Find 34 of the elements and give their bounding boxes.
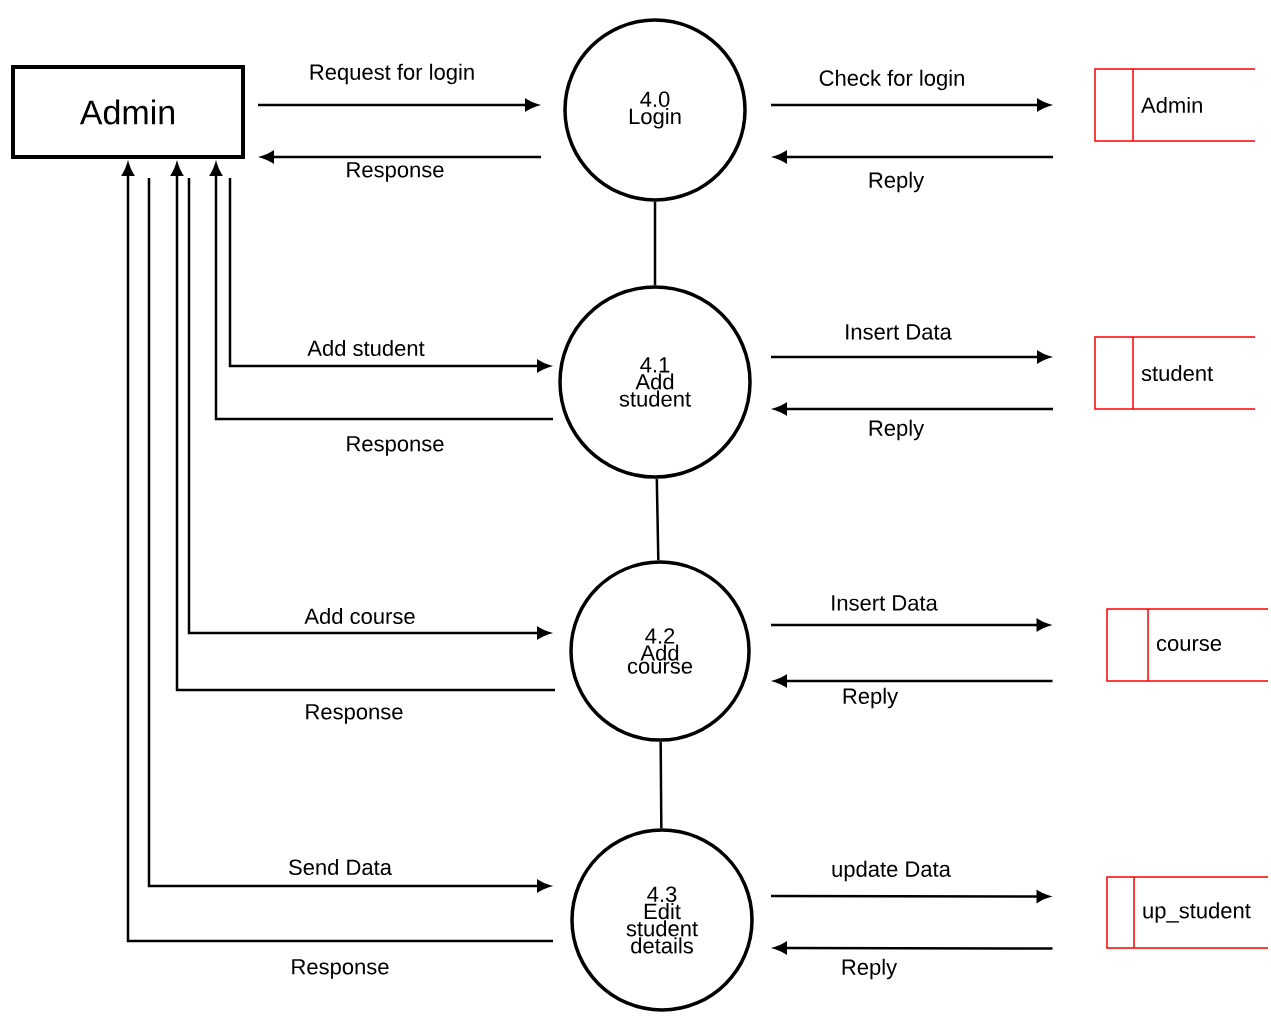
edge-label: Response	[289, 958, 391, 980]
data-store: course	[1106, 608, 1269, 682]
arrow	[187, 178, 550, 639]
entity-box: Admin	[11, 65, 245, 159]
edge-label: Add course	[303, 606, 417, 626]
arrow	[771, 619, 1050, 631]
arrow	[774, 675, 1053, 687]
arrow	[261, 151, 541, 163]
edge-label: Reply	[840, 686, 900, 710]
arrow	[774, 942, 1053, 954]
edge-label: Request for login	[307, 62, 477, 86]
edge-label: Insert Data	[829, 594, 939, 612]
arrow	[228, 178, 550, 372]
edge-label: Insert Data	[843, 323, 953, 341]
edge-label: Response	[344, 161, 446, 183]
edge-label: Add student	[306, 338, 426, 358]
arrow	[171, 163, 555, 692]
arrow	[771, 99, 1050, 111]
data-store: Admin	[1094, 68, 1256, 142]
edge-label: Check for login	[817, 68, 967, 92]
arrow	[258, 99, 538, 111]
arrow	[771, 351, 1050, 363]
edge-label: Reply	[866, 170, 926, 194]
edge-label: Reply	[839, 957, 899, 981]
data-store: student	[1094, 336, 1256, 410]
edge-label: Send Data	[287, 857, 393, 877]
edge-label: update Data	[830, 859, 952, 883]
arrow	[210, 163, 553, 421]
edge-label: Response	[303, 703, 405, 725]
data-store: up_student	[1106, 876, 1269, 949]
arrow	[774, 403, 1053, 415]
edge-label: Reply	[866, 418, 926, 442]
edge-label: Response	[344, 435, 446, 457]
arrow	[774, 151, 1053, 163]
